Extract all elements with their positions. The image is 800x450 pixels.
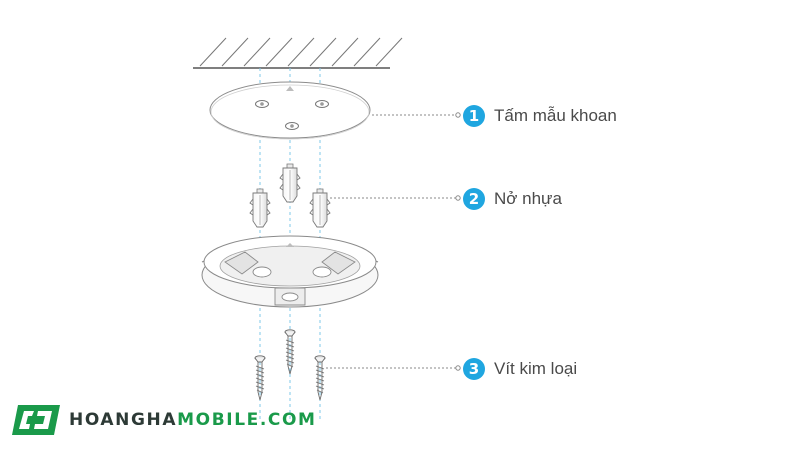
- brand-name: HOANGHAMOBILE.COM: [69, 410, 317, 430]
- callout-number-badge: 1: [463, 105, 485, 127]
- ceiling-hatch-line: [331, 37, 359, 67]
- ceiling: [193, 37, 403, 69]
- ceiling-hatch-line: [265, 37, 293, 67]
- mounting-base: [201, 235, 379, 308]
- callout-metal-screw: 3 Vít kim loại: [463, 356, 577, 382]
- drilling-template-plate: [209, 81, 371, 140]
- callout-number-badge: 2: [463, 188, 485, 210]
- hoangha-logo-icon: [12, 405, 60, 435]
- ceiling-hatch-line: [243, 37, 271, 67]
- callout-plastic-anchor: 2 Nở nhựa: [463, 186, 562, 212]
- leader-dot: [455, 112, 461, 118]
- leader-dot: [455, 195, 461, 201]
- plastic-anchors: [249, 163, 331, 228]
- leader-dot: [455, 365, 461, 371]
- callout-label: Vít kim loại: [494, 359, 578, 378]
- brand-watermark: HOANGHAMOBILE.COM: [10, 403, 317, 437]
- brand-name-green: MOBILE.COM: [177, 410, 317, 430]
- ceiling-hatch-line: [309, 37, 337, 67]
- callout-number-badge: 3: [463, 358, 485, 380]
- ceiling-hatch-line: [287, 37, 315, 67]
- ceiling-hatch-line: [353, 37, 381, 67]
- leader-lines: [326, 114, 456, 369]
- ceiling-hatch-line: [375, 37, 403, 67]
- callout-label: Nở nhựa: [494, 189, 562, 208]
- callout-drilling-template: 1 Tấm mẫu khoan: [463, 103, 617, 129]
- brand-name-dark: HOANGHA: [69, 410, 178, 430]
- callout-label: Tấm mẫu khoan: [494, 106, 617, 125]
- ceiling-hatch-line: [199, 37, 227, 67]
- ceiling-hatch-line: [221, 37, 249, 67]
